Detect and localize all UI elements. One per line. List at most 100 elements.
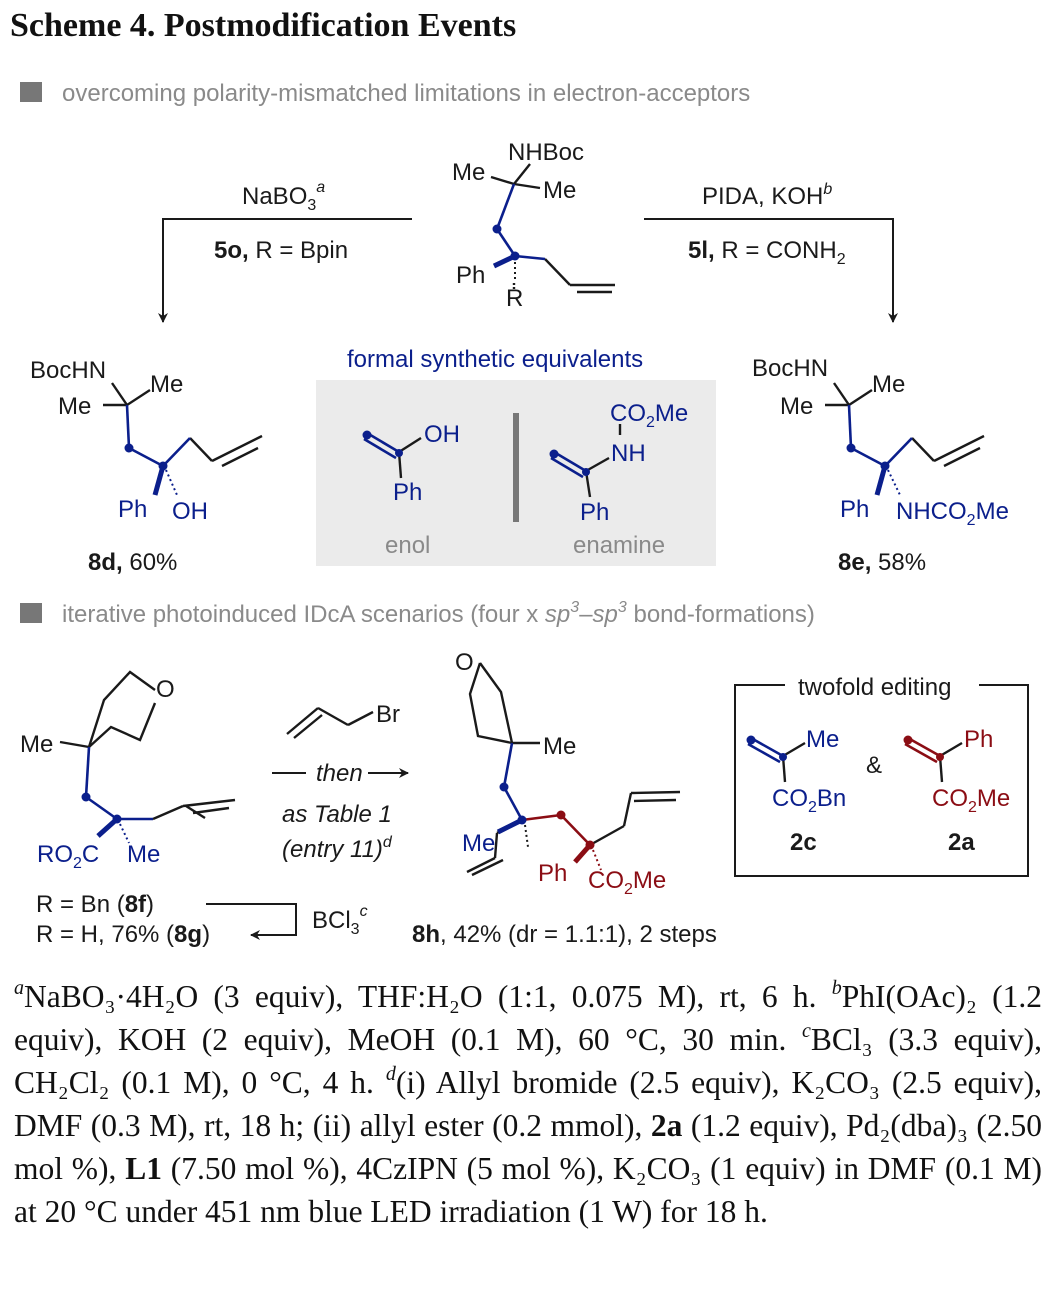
cmpd-2a-label: 2a [948, 829, 975, 856]
product-8e-bonds [825, 382, 985, 468]
ampersand: & [866, 752, 882, 779]
cmpd-2c-structure [746, 735, 806, 783]
footnote-b: bPhI(OAc)₂ (1.2 equiv), KOH (2 equiv), M… [14, 977, 1043, 1057]
product-8d-yield: 8d, 60% [88, 549, 177, 576]
cmpd-2a-ph: Ph [964, 726, 993, 753]
svg-text:BocHN: BocHN [752, 355, 828, 382]
right-reagent: PIDA, KOHb [702, 181, 832, 210]
s2-substrate-me2: Me [127, 841, 160, 868]
product-8h-yield: 8h, 42% (dr = 1.1:1), 2 steps [412, 921, 717, 948]
product-8h-hash [524, 824, 529, 848]
left-arrow-label: 5o, R = Bpin [214, 237, 348, 264]
twofold-editing-title-bg [785, 672, 979, 698]
enamine-co2me: CO2Me [610, 400, 688, 431]
s2-substrate-dot [112, 814, 122, 824]
svg-text:BocHN: BocHN [30, 357, 106, 384]
s2-substrate-hash [119, 823, 130, 844]
cmpd-2a-structure [903, 735, 963, 783]
conditions-line1: as Table 1 [282, 801, 392, 828]
scheme-title: Scheme 4. Postmodification Events [10, 7, 516, 44]
footnote-a: aNaBO₃·4H₂O (3 equiv), THF:H₂O (1:1, 0.0… [14, 977, 817, 1014]
product-8d-blue-bonds [125, 404, 191, 496]
central-substrate: NHBoc Me Me Ph R [452, 139, 584, 312]
twofold-editing-box [734, 684, 1029, 877]
enamine-caption: enamine [573, 532, 665, 559]
product-8d-dot [158, 461, 168, 471]
section-bullet-square [20, 82, 42, 102]
left-reaction-arrow [158, 218, 412, 323]
right-arrow-label: 5l, R = CONH2 [688, 237, 846, 268]
product-8h-dot [517, 815, 527, 825]
enamine-nh: NH [611, 440, 646, 467]
product-8e-blue-bonds [847, 404, 913, 496]
product-8h-o: O [455, 649, 474, 676]
enamine-ph: Ph [580, 499, 609, 526]
enol-structure [362, 430, 422, 479]
svg-text:OH: OH [172, 498, 208, 525]
s2-substrate-bonds [59, 670, 236, 821]
section-bullet-square [20, 603, 42, 623]
arrow-then: then [316, 760, 363, 787]
s2-substrate-dot [81, 792, 91, 802]
enol-ph: Ph [393, 479, 422, 506]
svg-text:Me: Me [150, 371, 183, 398]
product-8h-me2: Me [462, 830, 495, 857]
r-line-8g: R = H, 76% (8g) [36, 921, 210, 948]
substrate-me-right: Me [543, 177, 576, 204]
s2-substrate-me: Me [20, 731, 53, 758]
s2-substrate-o: O [156, 676, 175, 703]
s2-substrate-ro2c: RO2C [37, 841, 99, 872]
substrate-nhboc: NHBoc [508, 139, 584, 166]
substrate-ph: Ph [456, 262, 485, 289]
enamine-structure [549, 424, 622, 498]
product-8h-dot [556, 810, 566, 820]
product-8e-ph: Ph [840, 496, 869, 523]
product-8d-label-blue: Ph OH [118, 496, 208, 525]
section2-heading: iterative photoinduced IDcA scenarios (f… [62, 599, 815, 628]
product-8h-bonds [466, 662, 681, 877]
allyl-bromide-br: Br [376, 701, 400, 728]
product-8h-ph: Ph [538, 860, 567, 887]
footnotes: aNaBO₃·4H₂O (3 equiv), THF:H₂O (1:1, 0.0… [14, 975, 1042, 1233]
footnote-c: cBCl₃ (3.3 equiv), CH₂Cl₂ (0.1 M), 0 °C,… [14, 1020, 1043, 1100]
cmpd-2c-me: Me [806, 726, 839, 753]
substrate-me-left: Me [452, 159, 485, 186]
cmpd-2c-co2bn: CO2Bn [772, 785, 846, 816]
substrate-r: R [506, 285, 523, 312]
svg-text:Ph: Ph [118, 496, 147, 523]
cmpd-2a-co2me: CO2Me [932, 785, 1010, 816]
allyl-bromide-structure [286, 706, 374, 739]
product-8d-dot [124, 443, 134, 453]
svg-text:Me: Me [58, 393, 91, 420]
enol-caption: enol [385, 532, 430, 559]
substrate-radical-dot [492, 224, 502, 234]
product-8d-hash-bond [165, 469, 178, 496]
equivalents-title: formal synthetic equivalents [347, 346, 643, 373]
footnote-d: d(i) Allyl bromide (2.5 equiv), K₂CO₃ (2… [14, 1063, 1042, 1229]
product-8e-nhco2me: NHCO2Me [896, 498, 1009, 529]
product-8e-yield: 8e, 58% [838, 549, 926, 576]
r-line-8f: R = Bn (8f) [36, 891, 154, 918]
product-8h-red-bonds [521, 813, 592, 864]
substrate-blue-bonds [492, 183, 546, 269]
product-8e-text: BocHN Me Me [752, 355, 905, 420]
product-8d-text: BocHN Me Me [30, 357, 183, 420]
conditions-line2: (entry 11)d [282, 834, 393, 863]
section1-heading: overcoming polarity-mismatched limitatio… [62, 80, 750, 107]
right-reaction-arrow [644, 218, 898, 323]
twofold-editing-title: twofold editing [798, 674, 951, 701]
bcl3-arrow [206, 903, 297, 940]
substrate-bonds [490, 163, 615, 294]
product-8e-hash-bond [887, 469, 901, 496]
substrate-radical-dot [510, 251, 520, 261]
cmpd-2c-label: 2c [790, 829, 817, 856]
product-8h-co2me: CO2Me [588, 867, 666, 898]
product-8h-dot [499, 782, 509, 792]
product-8h-dot [585, 840, 595, 850]
product-8e-dot [846, 443, 856, 453]
product-8e-dot [880, 461, 890, 471]
enol-oh: OH [424, 421, 460, 448]
product-8h-hash [592, 849, 602, 871]
bcl3-reagent: BCl3c [312, 903, 368, 938]
